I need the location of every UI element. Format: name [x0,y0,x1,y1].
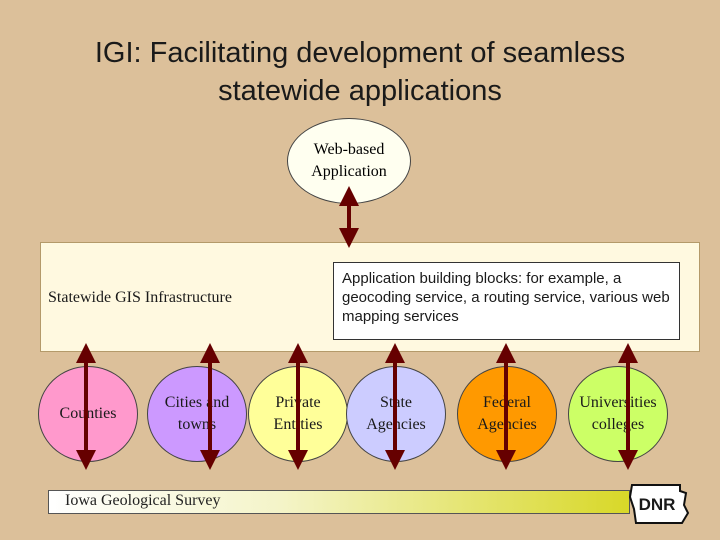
participant-label-line2: towns [177,416,217,433]
participant-federal: Federal Agencies [457,366,557,462]
participant-label-line2: Agencies [477,416,537,433]
building-blocks-box: Application building blocks: for example… [333,262,680,340]
footer-bar: Iowa Geological Survey [48,490,630,514]
participant-counties: Counties [38,366,138,462]
participant-label-line1: State [380,394,412,411]
participant-label-line1: Cities and [164,394,230,411]
participant-label-line2: Entities [273,416,323,433]
participant-label-line1: Counties [59,405,117,422]
infrastructure-label: Statewide GIS Infrastructure [48,289,232,306]
participant-label-line2: colleges [591,416,645,433]
slide-title-line1: IGI: Facilitating development of seamles… [94,37,626,69]
slide-title: IGI: Facilitating development of seamles… [0,34,720,110]
participant-label-line2: Agencies [366,416,426,433]
participant-private: Private Entities [248,366,348,462]
dnr-logo-icon: DNR [628,484,690,524]
web-application-line1: Web-based [313,141,385,158]
footer-label: Iowa Geological Survey [65,492,221,509]
participant-universities: Universities colleges [568,366,668,462]
slide-title-line2: statewide applications [218,75,502,107]
participant-label-line1: Private [275,394,321,411]
participant-label-line1: Universities [579,394,657,411]
participant-cities: Cities and towns [147,366,247,462]
participant-label-line1: Federal [483,394,531,411]
dnr-logo-text: DNR [639,495,676,514]
web-application-node: Web-based Application [287,118,411,204]
participant-state: State Agencies [346,366,446,462]
web-application-line2: Application [311,163,387,180]
